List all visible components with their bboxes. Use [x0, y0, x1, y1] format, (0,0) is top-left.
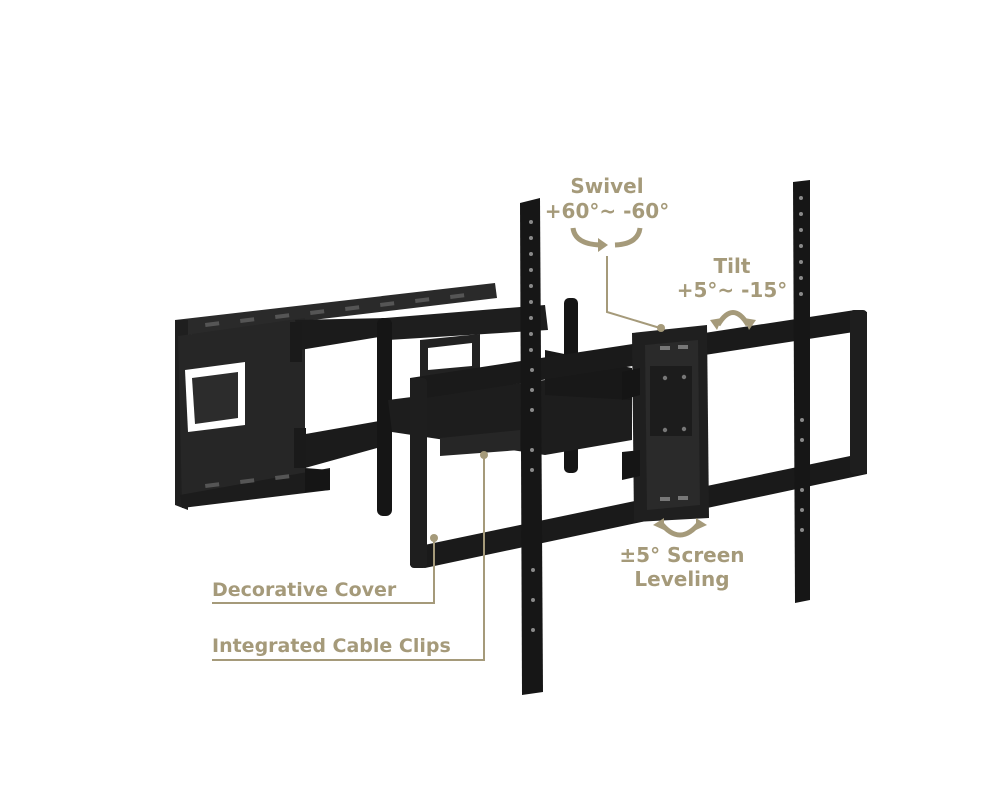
center-bracket — [622, 325, 709, 522]
leveling-label-line1: ±5° Screen — [619, 543, 744, 567]
leveling-label-line2: Leveling — [634, 567, 729, 591]
tilt-title: Tilt — [714, 254, 751, 278]
swivel-range: +60°~ -60° — [545, 199, 669, 223]
swivel-arrow-icon — [570, 227, 643, 252]
decorative-cover-callout-line — [212, 534, 438, 604]
swivel-callout-line — [606, 256, 665, 332]
cable-clips-label: Integrated Cable Clips — [212, 635, 451, 657]
articulating-arms — [290, 298, 632, 516]
swivel-title: Swivel — [570, 174, 643, 198]
tilt-range: +5°~ -15° — [677, 278, 788, 302]
vesa-uprights — [520, 180, 810, 695]
leveling-arrow-icon — [653, 518, 707, 538]
wall-plate — [175, 283, 497, 510]
decorative-cover-label: Decorative Cover — [212, 579, 397, 601]
cable-clips-callout-line — [212, 451, 488, 661]
tilt-arrow-icon — [710, 310, 756, 330]
